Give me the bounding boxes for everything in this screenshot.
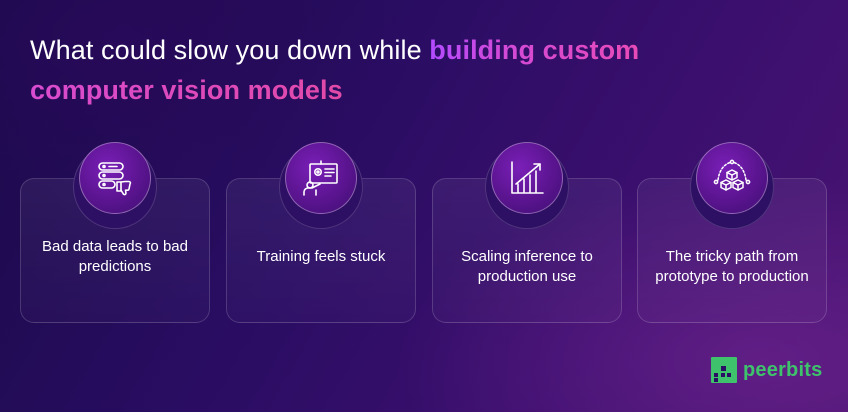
card-label: The tricky path from prototype to produc…: [655, 248, 809, 285]
brand-name: peerbits: [743, 358, 823, 381]
peerbits-logo-mark-icon: [711, 357, 737, 383]
card-scaling: Scaling inference to production use: [432, 142, 622, 323]
title-highlight: building custom: [429, 35, 640, 65]
card-label: Scaling inference to production use: [461, 248, 593, 285]
presentation-board-icon: [285, 142, 357, 214]
cubes-network-icon: [696, 142, 768, 214]
card-prototype-path: The tricky path from prototype to produc…: [637, 142, 827, 323]
title-plain: What could slow you down while: [30, 35, 430, 65]
growth-chart-icon: [491, 142, 563, 214]
database-thumbs-down-icon: [79, 142, 151, 214]
card-label: Bad data leads to bad predictions: [42, 238, 188, 275]
peerbits-logo: peerbits: [711, 357, 822, 383]
title-highlight-line2: computer vision models: [30, 75, 343, 105]
card-training: Training feels stuck: [226, 142, 416, 323]
page-title: What could slow you down while building …: [30, 30, 810, 110]
card-label: Training feels stuck: [256, 248, 386, 265]
card-bad-data: Bad data leads to bad predictions: [20, 142, 210, 323]
